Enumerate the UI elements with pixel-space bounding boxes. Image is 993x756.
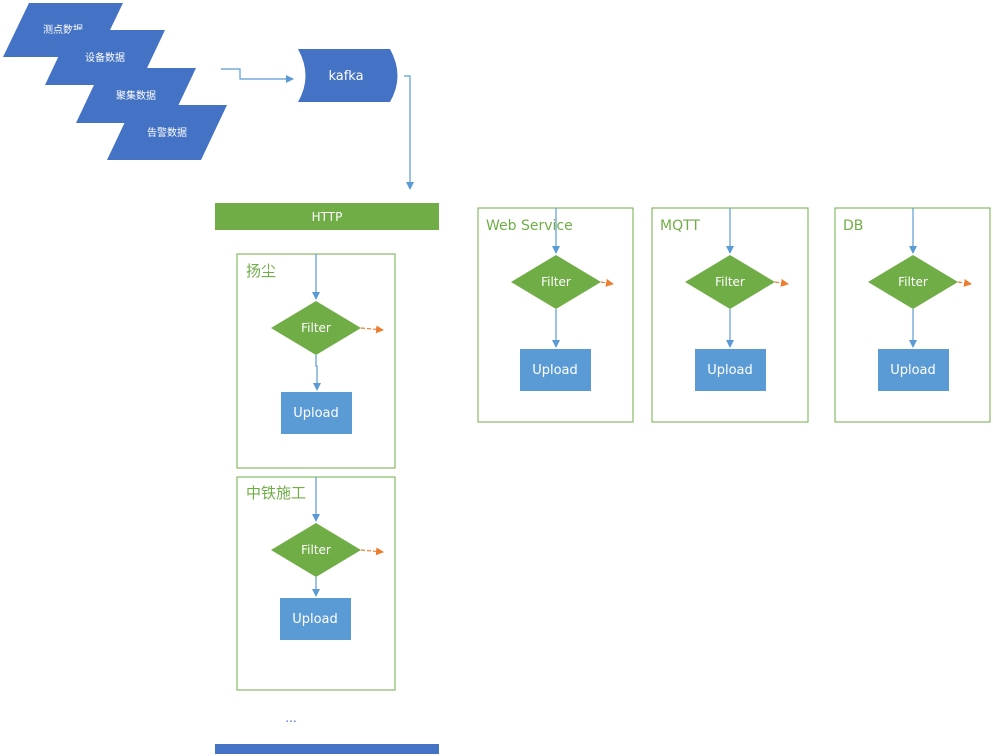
group-title: 中铁施工 xyxy=(246,484,306,502)
filter-diamond[interactable]: Filter xyxy=(868,255,958,309)
channel-title: Web Service xyxy=(486,218,573,234)
source-label: 聚集数据 xyxy=(116,89,156,102)
source-group: 测点数据 设备数据 聚集数据 告警数据 xyxy=(3,3,227,160)
filter-label: Filter xyxy=(541,275,571,289)
upload-label: Upload xyxy=(292,612,338,627)
reject-arrow xyxy=(360,325,384,334)
http-bar[interactable]: HTTP xyxy=(215,203,439,230)
source-label: 设备数据 xyxy=(85,51,125,64)
filter-diamond[interactable]: Filter xyxy=(271,523,361,577)
http-group-yangchen: 扬尘 Filter Upload xyxy=(236,253,396,469)
upload-box[interactable]: Upload xyxy=(695,349,766,391)
channel-db: DB Filter Upload xyxy=(834,207,991,423)
http-group-zhongtie: 中铁施工 Filter Upload xyxy=(236,476,396,691)
reject-arrow xyxy=(957,278,972,287)
filter-to-upload-connector xyxy=(313,355,321,391)
channel-mqtt: MQTT Filter Upload xyxy=(651,207,809,423)
reject-arrow xyxy=(600,278,614,287)
upload-label: Upload xyxy=(707,363,753,378)
kafka-to-http-connector xyxy=(404,75,414,190)
more-groups-ellipsis: ... xyxy=(285,711,296,725)
kafka-queue[interactable]: kafka xyxy=(298,49,398,102)
http-bar-label: HTTP xyxy=(312,210,343,224)
upload-box[interactable]: Upload xyxy=(280,598,351,640)
kafka-label: kafka xyxy=(328,69,363,84)
reject-arrow xyxy=(360,547,384,556)
filter-diamond[interactable]: Filter xyxy=(271,301,361,355)
channel-web-service: Web Service Filter Upload xyxy=(477,207,634,423)
upload-box[interactable]: Upload xyxy=(520,349,591,391)
upload-label: Upload xyxy=(293,406,339,421)
filter-label: Filter xyxy=(301,321,331,335)
channel-title: MQTT xyxy=(660,218,700,234)
source-label: 告警数据 xyxy=(147,126,187,139)
source-alarm[interactable]: 告警数据 xyxy=(107,105,227,160)
filter-diamond[interactable]: Filter xyxy=(685,255,775,309)
filter-label: Filter xyxy=(898,275,928,289)
sources-to-kafka-connector xyxy=(221,68,294,83)
upload-label: Upload xyxy=(890,363,936,378)
filter-label: Filter xyxy=(301,543,331,557)
filter-diamond[interactable]: Filter xyxy=(511,255,601,309)
upload-box[interactable]: Upload xyxy=(878,349,949,391)
upload-label: Upload xyxy=(532,363,578,378)
reject-arrow xyxy=(774,278,789,287)
channel-title: DB xyxy=(843,218,863,234)
bottom-bar xyxy=(215,744,439,754)
filter-label: Filter xyxy=(715,275,745,289)
upload-box[interactable]: Upload xyxy=(281,392,352,434)
group-title: 扬尘 xyxy=(246,262,276,280)
